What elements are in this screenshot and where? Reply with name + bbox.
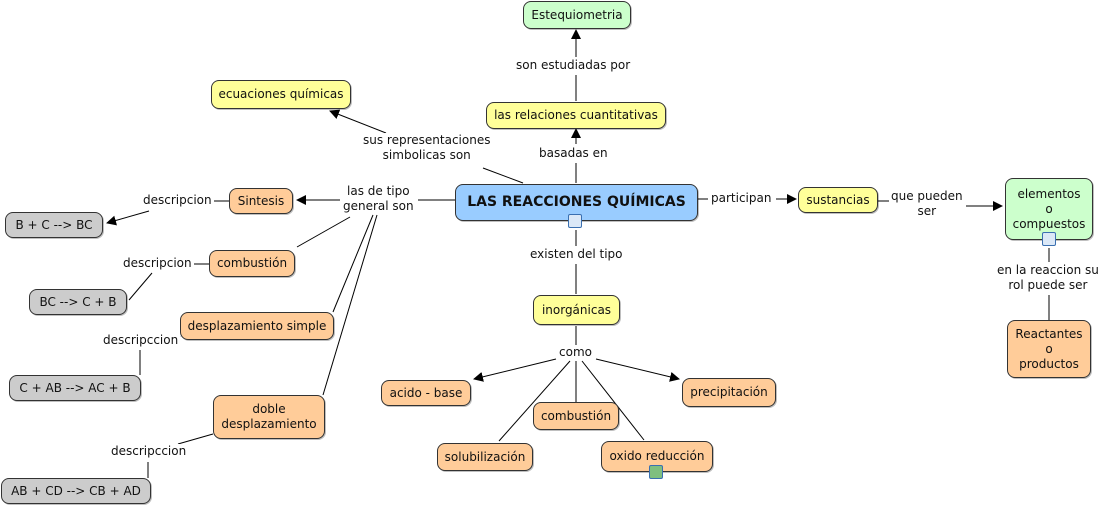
link-line [106, 210, 150, 226]
concept-eq-desplazamiento-simple[interactable]: C + AB --> AC + B [9, 375, 141, 401]
link-en-la-reaccion: en la reaccion su rol puede ser [995, 263, 1101, 293]
link-line [332, 214, 374, 313]
link-line [595, 358, 680, 382]
concept-sustancias[interactable]: sustancias [798, 187, 878, 213]
concept-precipitacion[interactable]: precipitación [682, 378, 776, 407]
link-line [498, 360, 571, 442]
concept-relaciones-cuantitativas[interactable]: las relaciones cuantitativas [486, 102, 666, 129]
link-existen-del-tipo: existen del tipo [528, 247, 625, 262]
concept-desplazamiento-simple[interactable]: desplazamiento simple [180, 312, 334, 340]
concept-combustion-inorganica[interactable]: combustión [533, 402, 619, 430]
link-descripcion-combustion: descripcion [121, 256, 194, 271]
concept-combustion-general[interactable]: combustión [209, 250, 295, 277]
concept-acido-base[interactable]: acido - base [381, 380, 471, 406]
link-como: como [557, 345, 594, 360]
link-line [329, 109, 387, 134]
concept-eq-sintesis[interactable]: B + C --> BC [5, 212, 103, 238]
concept-reactantes-productos[interactable]: Reactantes o productos [1007, 320, 1091, 378]
link-descripcion-sintesis: descripcion [141, 193, 214, 208]
link-sus-representaciones: sus representaciones simbolicas son [361, 133, 493, 163]
concept-eq-combustion[interactable]: BC --> C + B [29, 289, 127, 315]
link-line [296, 216, 351, 248]
concept-ecuaciones-quimicas[interactable]: ecuaciones químicas [211, 80, 351, 109]
link-line [322, 214, 378, 396]
link-line [473, 358, 557, 382]
link-descripccion-desp-simple: descripccion [101, 333, 181, 348]
link-que-pueden-ser: que pueden ser [889, 189, 965, 219]
link-line [128, 272, 153, 301]
link-line [581, 360, 645, 441]
link-las-de-tipo-general: las de tipo general son [341, 184, 416, 214]
image-icon[interactable] [1042, 232, 1056, 246]
concept-oxido-reduccion[interactable]: oxido reducción [601, 441, 713, 472]
concept-inorganicas[interactable]: inorgánicas [533, 295, 620, 325]
concept-sintesis[interactable]: Sintesis [229, 188, 293, 214]
link-son-estudiadas-por: son estudiadas por [514, 58, 633, 73]
concept-estequiometria[interactable]: Estequiometria [523, 1, 631, 29]
concept-solubilizacion[interactable]: solubilización [437, 443, 533, 471]
concept-eq-doble-desplazamiento[interactable]: AB + CD --> CB + AD [1, 478, 151, 504]
link-line [482, 167, 524, 184]
link-line [177, 433, 214, 445]
link-participan: participan [709, 191, 774, 206]
document-icon[interactable] [568, 214, 582, 228]
concept-elementos-compuestos[interactable]: elementos o compuestos [1005, 178, 1093, 240]
link-basadas-en: basadas en [537, 146, 610, 161]
concept-doble-desplazamiento[interactable]: doble desplazamiento [213, 395, 325, 439]
video-icon[interactable] [649, 465, 663, 479]
link-descripccion-doble: descripccion [109, 444, 189, 459]
